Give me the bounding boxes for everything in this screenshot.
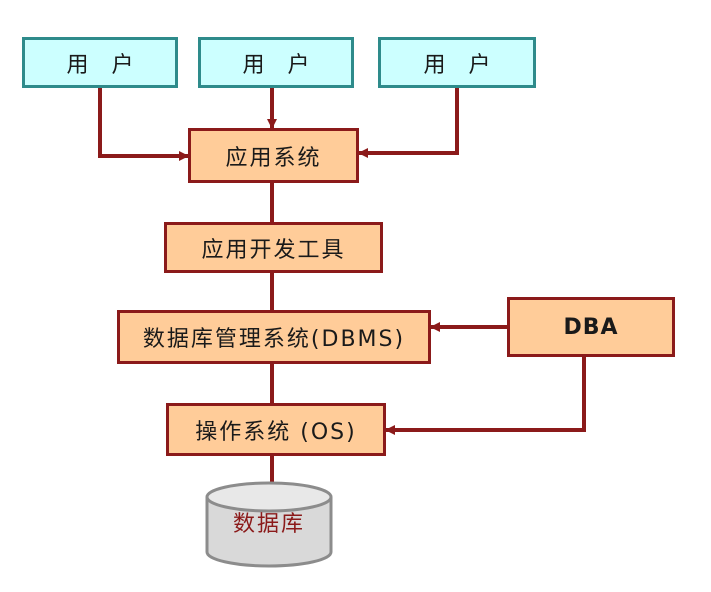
arrow-dba-to-os bbox=[385, 357, 586, 435]
database-label: 数据库 bbox=[232, 512, 305, 537]
os-label: 操作系统 (OS) bbox=[195, 419, 357, 445]
arrow-user3-to-app bbox=[358, 88, 459, 158]
dev-tools-label: 应用开发工具 bbox=[201, 237, 346, 263]
app-system-label: 应用系统 bbox=[225, 145, 322, 171]
user-box-left: 用 户 bbox=[22, 37, 178, 88]
user-label: 用 户 bbox=[66, 52, 142, 78]
dbms-box: 数据库管理系统(DBMS) bbox=[117, 310, 431, 364]
user-label: 用 户 bbox=[242, 52, 318, 78]
os-box: 操作系统 (OS) bbox=[166, 403, 386, 456]
user-box-right: 用 户 bbox=[378, 37, 536, 88]
dba-box: DBA bbox=[507, 297, 675, 357]
dba-label: DBA bbox=[563, 314, 619, 340]
user-label: 用 户 bbox=[423, 52, 499, 78]
arrow-user1-to-app bbox=[98, 88, 189, 161]
app-system-box: 应用系统 bbox=[188, 128, 359, 183]
user-box-middle: 用 户 bbox=[198, 37, 354, 88]
database-cylinder-icon bbox=[205, 481, 333, 568]
dbms-label: 数据库管理系统(DBMS) bbox=[142, 327, 406, 352]
dev-tools-box: 应用开发工具 bbox=[164, 222, 383, 273]
